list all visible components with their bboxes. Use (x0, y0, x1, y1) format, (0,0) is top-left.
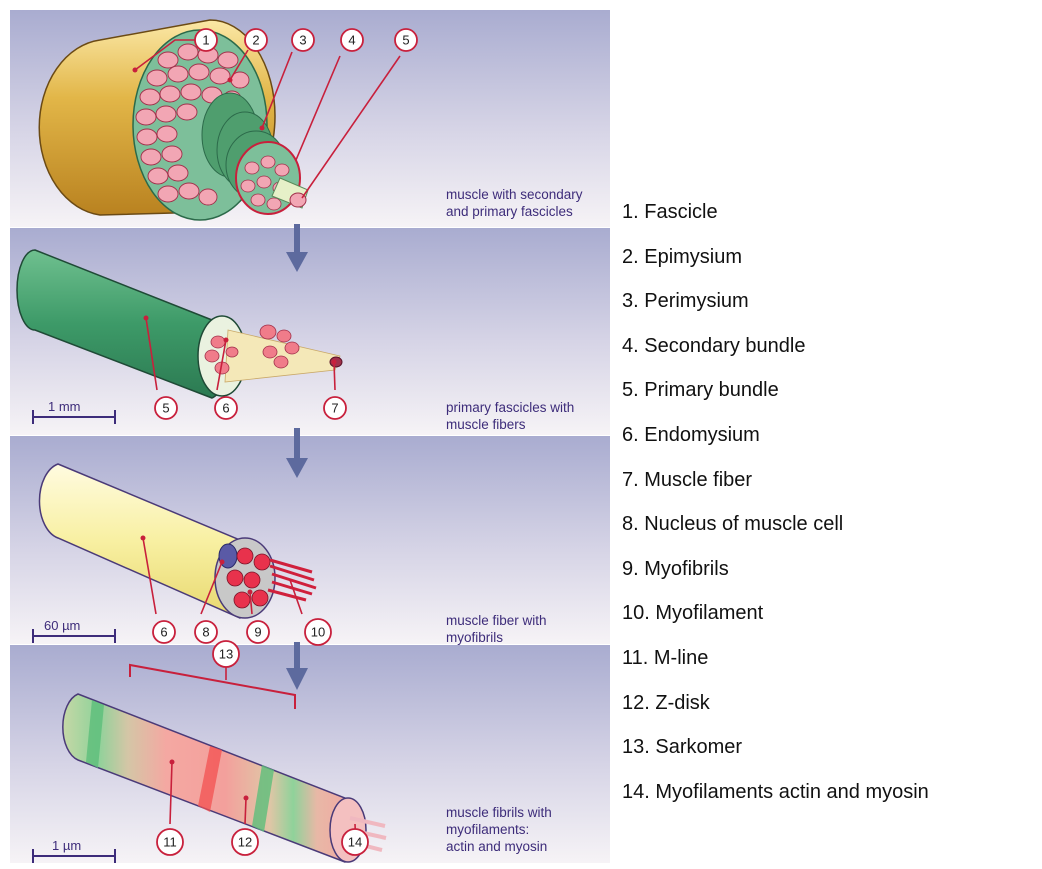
legend-item: 12. Z-disk (622, 693, 929, 738)
callout-badge-11: 11 (157, 829, 183, 855)
svg-text:5: 5 (162, 401, 169, 416)
svg-text:5: 5 (402, 33, 409, 48)
callout-badge-4: 4 (341, 29, 363, 51)
svg-text:muscle fibers: muscle fibers (446, 417, 526, 432)
callout-badge-3: 3 (292, 29, 314, 51)
callout-badge-9: 9 (247, 621, 269, 643)
callout-badge-10: 10 (305, 619, 331, 645)
legend-item: 9. Myofibrils (622, 559, 929, 604)
callout-badge-1: 1 (195, 29, 217, 51)
svg-text:14: 14 (348, 835, 362, 850)
scale-label-60um: 60 µm (44, 618, 80, 633)
callout-badge-6: 6 (215, 397, 237, 419)
svg-text:10: 10 (311, 625, 325, 640)
svg-text:9: 9 (254, 625, 261, 640)
svg-text:actin and myosin: actin and myosin (446, 839, 547, 854)
scale-label-1mm: 1 mm (48, 399, 81, 414)
callout-badge-8: 8 (195, 621, 217, 643)
legend-item: 10. Myofilament (622, 603, 929, 648)
callout-badge-7: 7 (324, 397, 346, 419)
svg-text:muscle fiber with: muscle fiber with (446, 613, 547, 628)
svg-text:7: 7 (331, 401, 338, 416)
svg-text:muscle fibrils with: muscle fibrils with (446, 805, 552, 820)
svg-text:4: 4 (348, 33, 355, 48)
callout-badge-6b: 6 (153, 621, 175, 643)
legend-item: 11. M-line (622, 648, 929, 693)
callout-badge-12: 12 (232, 829, 258, 855)
svg-text:muscle with secondary: muscle with secondary (446, 187, 583, 202)
svg-text:primary fascicles with: primary fascicles with (446, 400, 574, 415)
callout-badge-14: 14 (342, 829, 368, 855)
svg-text:8: 8 (202, 625, 209, 640)
svg-text:11: 11 (163, 835, 177, 850)
scale-label-1um: 1 µm (52, 838, 81, 853)
svg-text:6: 6 (160, 625, 167, 640)
legend-item: 4. Secondary bundle (622, 336, 929, 381)
svg-text:and primary fascicles: and primary fascicles (446, 204, 573, 219)
svg-text:3: 3 (299, 33, 306, 48)
legend-item: 5. Primary bundle (622, 380, 929, 425)
svg-text:6: 6 (222, 401, 229, 416)
legend-item: 13. Sarkomer (622, 737, 929, 782)
callout-badge-13: 13 (213, 641, 239, 667)
svg-text:1: 1 (202, 33, 209, 48)
callout-badge-2: 2 (245, 29, 267, 51)
legend-item: 7. Muscle fiber (622, 470, 929, 515)
legend-item: 2. Epimysium (622, 247, 929, 292)
component-legend: 1. Fascicle 2. Epimysium 3. Perimysium 4… (622, 202, 929, 826)
legend-item: 1. Fascicle (622, 202, 929, 247)
callout-badge-5b: 5 (155, 397, 177, 419)
legend-item: 14. Myofilaments actin and myosin (622, 782, 929, 827)
legend-item: 6. Endomysium (622, 425, 929, 470)
svg-text:12: 12 (238, 835, 252, 850)
svg-text:13: 13 (219, 647, 233, 662)
callout-badge-5: 5 (395, 29, 417, 51)
legend-item: 3. Perimysium (622, 291, 929, 336)
svg-text:2: 2 (252, 33, 259, 48)
legend-item: 8. Nucleus of muscle cell (622, 514, 929, 559)
svg-text:myofilaments:: myofilaments: (446, 822, 529, 837)
svg-text:myofibrils: myofibrils (446, 630, 503, 645)
